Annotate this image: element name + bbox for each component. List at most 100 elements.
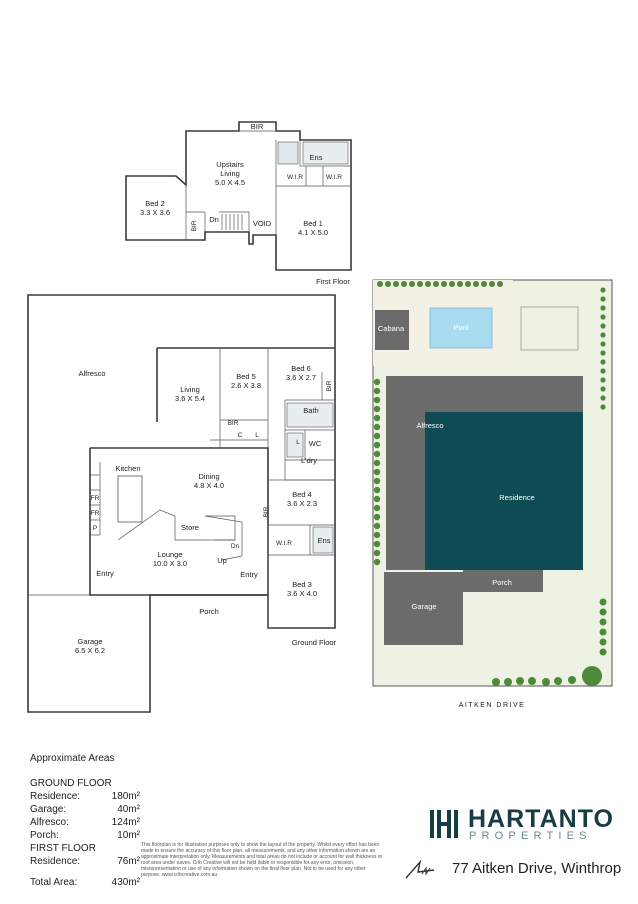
hedge-shrub	[600, 368, 606, 374]
gf-wir-label: W.I.R	[276, 540, 292, 547]
hedge-shrub	[492, 678, 500, 686]
hedge-shrub	[600, 305, 606, 311]
hedge-shrub	[449, 281, 455, 287]
total-area-row: Total Area:430m²	[30, 876, 140, 889]
site-plan: Cabana Pool Alfresco Residence Porch Gar…	[372, 279, 613, 709]
hedge-shrub	[373, 468, 381, 476]
ground-floor-heading: GROUND FLOOR	[30, 778, 112, 789]
hedge-shrub	[373, 432, 381, 440]
hedge-shrub	[373, 405, 381, 413]
gf-bir-bed4-label: BIR	[263, 506, 270, 517]
hedge-shrub	[599, 638, 607, 646]
ff-bir-bed2-label: BIR	[191, 220, 198, 231]
site-pool-label: Pool	[453, 323, 468, 332]
first-floor-plan: BIR Upstairs Living 5.0 X 4.5 Ens W.I.R …	[125, 121, 352, 286]
ff-bed1-dim: 4.1 X 5.0	[298, 228, 328, 237]
hedge-shrub	[373, 423, 381, 431]
area-value: 40m²	[117, 804, 140, 815]
ff-ens-label: Ens	[310, 153, 323, 162]
gf-garage-label: Garage	[77, 637, 102, 646]
site-alfresco-label: Alfresco	[416, 421, 443, 430]
gf-bed5-label: Bed 5	[236, 372, 256, 381]
gf-bed3-dim: 3.6 X 4.0	[287, 589, 317, 598]
hedge-shrub	[373, 486, 381, 494]
gf-p-label: P	[93, 525, 97, 532]
gf-wc-label: WC	[309, 439, 322, 448]
hedge-shrub	[373, 414, 381, 422]
hedge-shrub	[373, 396, 381, 404]
area-value: 10m²	[117, 830, 140, 841]
ground-floor-plan: Alfresco Living 3.6 X 5.4 Bed 5 2.6 X 3.…	[27, 294, 337, 713]
total-area-label: Total Area:	[30, 877, 78, 888]
site-cabana-label: Cabana	[378, 324, 405, 333]
street-name-label: AITKEN DRIVE	[459, 702, 526, 709]
hedge-shrub	[457, 281, 463, 287]
hedge-shrub	[393, 281, 399, 287]
ff-bed2-dim: 3.3 X 3.6	[140, 208, 170, 217]
gf-bed3-label: Bed 3	[292, 580, 312, 589]
gf-bir-bed5-label: BIR	[228, 420, 239, 427]
gf-alfresco-label: Alfresco	[78, 369, 105, 378]
hedge-shrub	[600, 350, 606, 356]
hedge-shrub	[373, 387, 381, 395]
hedge-shrub	[425, 281, 431, 287]
area-value: 180m²	[111, 791, 140, 802]
hedge-shrub	[600, 404, 606, 410]
hedge-shrub	[600, 395, 606, 401]
ff-upstairs-living-dim: 5.0 X 4.5	[215, 178, 245, 187]
gf-l2-label: L	[296, 439, 300, 446]
gf-lounge-label: Lounge	[157, 550, 182, 559]
hedge-shrub	[600, 323, 606, 329]
gf-entry2-label: Entry	[240, 570, 258, 579]
brand-sub: PROPERTIES	[469, 830, 592, 842]
hedge-shrub	[599, 608, 607, 616]
ff-void-label: VOID	[253, 219, 272, 228]
hedge-shrub	[417, 281, 423, 287]
gf-fr2-label: FR	[91, 510, 100, 517]
hedge-shrub	[599, 628, 607, 636]
hedge-shrub	[528, 677, 536, 685]
hedge-shrub	[465, 281, 471, 287]
hedge-shrub	[373, 522, 381, 530]
gf-c-label: C	[238, 432, 243, 439]
gf-entry1-label: Entry	[96, 569, 114, 578]
hedge-shrub	[401, 281, 407, 287]
hedge-shrub	[600, 386, 606, 392]
gf-fr1-label: FR	[91, 495, 100, 502]
hedge-shrub	[489, 281, 495, 287]
ff-living-label: Living	[220, 169, 240, 178]
hedge-shrub	[473, 281, 479, 287]
gf-ens-label: Ens	[318, 536, 331, 545]
gf-store-label: Store	[181, 523, 199, 532]
area-row: Porch:10m²	[30, 829, 140, 842]
gf-porch-label: Porch	[199, 607, 219, 616]
hedge-shrub	[377, 281, 383, 287]
hedge-shrub	[373, 450, 381, 458]
hedge-shrub	[600, 341, 606, 347]
hedge-shrub	[373, 477, 381, 485]
ff-bir-top-label: BIR	[251, 122, 264, 131]
hedge-shrub	[373, 558, 381, 566]
area-row: Residence: 180m²	[30, 790, 140, 803]
area-label: Residence:	[30, 856, 81, 867]
gf-living-label: Living	[180, 385, 200, 394]
gf-ldry-label: L'dry	[301, 456, 317, 465]
gf-kitchen-label: Kitchen	[115, 464, 140, 473]
first-floor-heading: FIRST FLOOR	[30, 843, 96, 854]
hedge-shrub	[600, 296, 606, 302]
garden-hedges	[373, 281, 607, 686]
hedge-shrub	[409, 281, 415, 287]
hedge-shrub	[600, 377, 606, 383]
hedge-shrub	[373, 504, 381, 512]
area-label: Residence:	[30, 791, 81, 802]
gf-lounge-dim: 10.0 X 3.0	[153, 559, 187, 568]
gf-bir-bed6-label: BIR	[326, 380, 333, 391]
hartanto-logo-icon	[430, 810, 458, 838]
hedge-shrub	[599, 618, 607, 626]
ground-floor-title: Ground Floor	[292, 638, 337, 647]
hedge-shrub	[600, 287, 606, 293]
hedge-shrub	[497, 281, 503, 287]
hedge-shrub	[385, 281, 391, 287]
north-arrow-icon	[405, 859, 435, 879]
